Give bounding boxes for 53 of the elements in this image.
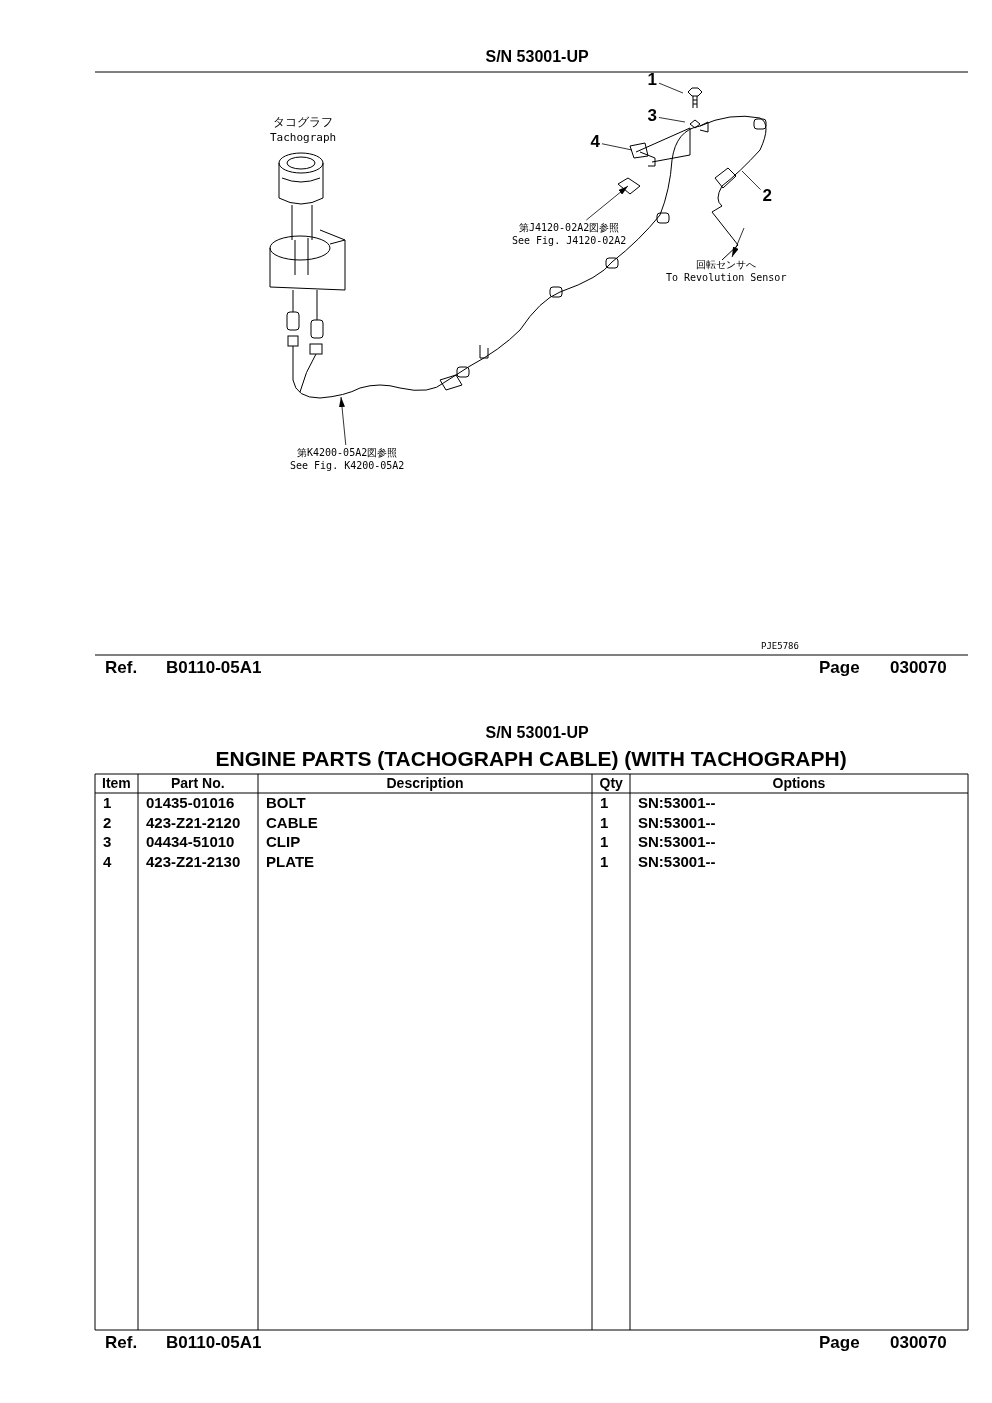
part-description: CLIP xyxy=(266,834,301,851)
callout-number: 2 xyxy=(762,187,772,206)
page-label: Page xyxy=(819,659,860,678)
page-label: Page xyxy=(819,1334,860,1353)
part-description: PLATE xyxy=(266,853,315,870)
leader-line xyxy=(741,170,761,190)
option-text: SN:53001-- xyxy=(638,795,716,812)
part-number: 423-Z21-2120 xyxy=(146,814,241,831)
drawing-number: PJE5786 xyxy=(761,642,799,652)
item-number: 4 xyxy=(103,853,112,870)
option-text: SN:53001-- xyxy=(638,834,716,851)
reference-note: To Revolution Sensor xyxy=(666,272,787,283)
part-description: CABLE xyxy=(266,814,318,831)
leader-line xyxy=(658,82,684,94)
ref-number: B0110-05A1 xyxy=(166,1334,262,1353)
quantity: 1 xyxy=(600,853,609,870)
leader-line xyxy=(658,117,686,123)
column-heading: Options xyxy=(772,776,826,792)
column-heading: Item xyxy=(102,776,131,792)
page-header: S/N 53001-UP xyxy=(485,724,589,742)
item-number: 2 xyxy=(103,814,112,831)
quantity: 1 xyxy=(600,834,609,851)
column-heading: Qty xyxy=(599,776,623,792)
part-number: 423-Z21-2130 xyxy=(146,853,241,870)
leader-line xyxy=(601,143,633,151)
drawing-label: タコグラフ xyxy=(273,116,333,130)
page-header: S/N 53001-UP xyxy=(485,48,589,66)
quantity: 1 xyxy=(600,814,609,831)
option-text: SN:53001-- xyxy=(638,853,716,870)
part-number: 04434-51010 xyxy=(146,834,235,851)
reference-note: See Fig. K4200-05A2 xyxy=(290,460,405,471)
ref-number: B0110-05A1 xyxy=(166,659,262,678)
page-number: 030070 xyxy=(890,1334,947,1353)
quantity: 1 xyxy=(600,795,609,812)
callout-number: 1 xyxy=(647,71,657,90)
column-heading: Description xyxy=(386,776,464,792)
item-number: 1 xyxy=(103,795,112,812)
drawing-label: Tachograph xyxy=(270,132,337,145)
part-description: BOLT xyxy=(266,795,306,812)
page-number: 030070 xyxy=(890,659,947,678)
reference-note: See Fig. J4120-02A2 xyxy=(512,235,627,246)
parts-list-title: ENGINE PARTS (TACHOGRAPH CABLE) (WITH TACHOGRAPH) xyxy=(215,747,847,771)
column-heading: Part No. xyxy=(171,776,225,792)
callout-number: 3 xyxy=(647,107,657,126)
option-text: SN:53001-- xyxy=(638,814,716,831)
ref-label: Ref. xyxy=(105,659,138,678)
reference-note: 回転センサへ xyxy=(696,259,756,270)
ref-label: Ref. xyxy=(105,1334,138,1353)
callout-number: 4 xyxy=(590,133,600,152)
reference-note: 第J4120-02A2図参照 xyxy=(519,222,620,233)
reference-note: 第K4200-05A2図参照 xyxy=(297,447,398,458)
item-number: 3 xyxy=(103,834,112,851)
part-number: 01435-01016 xyxy=(146,795,235,812)
